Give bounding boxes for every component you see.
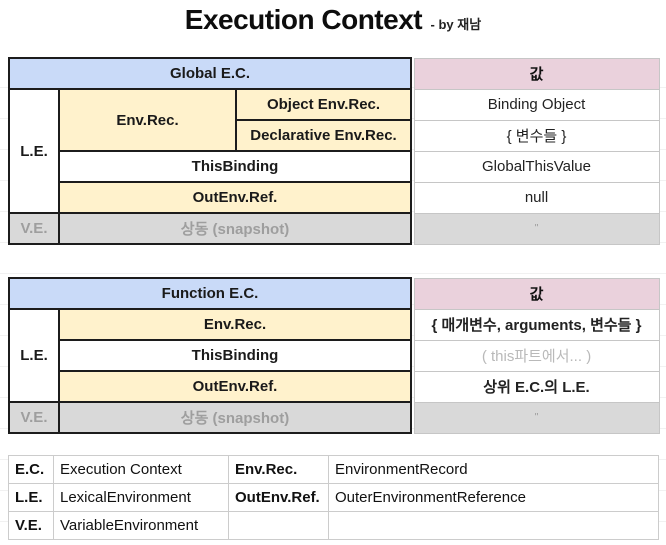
function-ec-table: Function E.C. 값 L.E. Env.Rec. { 매개변수, ar… — [8, 277, 660, 434]
function-snapshot-value: " — [413, 401, 660, 434]
global-this-binding-value: GlobalThisValue — [413, 150, 660, 183]
page-title: Execution Context — [184, 4, 423, 35]
legend-full: VariableEnvironment — [53, 511, 229, 540]
legend-full — [328, 511, 659, 540]
global-object-env-rec-cell: Object Env.Rec. — [235, 88, 412, 121]
global-object-env-rec-value: Binding Object — [413, 88, 660, 121]
legend-abbr: V.E. — [8, 511, 54, 540]
global-declarative-env-rec-value: { 변수들 } — [413, 119, 660, 152]
legend-abbr: E.C. — [8, 455, 54, 484]
global-this-binding-cell: ThisBinding — [58, 150, 412, 183]
function-out-env-ref-cell: OutEnv.Ref. — [58, 370, 412, 403]
legend-abbr: Env.Rec. — [228, 455, 329, 484]
function-env-rec-cell: Env.Rec. — [58, 308, 412, 341]
function-ve-label: V.E. — [8, 401, 60, 434]
legend-abbr: OutEnv.Ref. — [228, 483, 329, 512]
global-snapshot-value: " — [413, 212, 660, 245]
legend-abbr: L.E. — [8, 483, 54, 512]
abbreviation-legend-table: E.C. Execution Context Env.Rec. Environm… — [8, 455, 659, 540]
legend-full: LexicalEnvironment — [53, 483, 229, 512]
global-env-rec-cell: Env.Rec. — [58, 88, 237, 152]
global-value-header: 값 — [413, 57, 660, 90]
function-this-binding-value: ( this파트에서... ) — [413, 339, 660, 372]
global-out-env-ref-value: null — [413, 181, 660, 214]
global-ec-table: Global E.C. 값 L.E. Env.Rec. Object Env.R… — [8, 57, 660, 245]
legend-abbr — [228, 511, 329, 540]
function-env-rec-value: { 매개변수, arguments, 변수들 } — [413, 308, 660, 341]
function-value-header: 값 — [413, 277, 660, 310]
function-this-binding-cell: ThisBinding — [58, 339, 412, 372]
global-ve-label: V.E. — [8, 212, 60, 245]
global-declarative-env-rec-cell: Declarative Env.Rec. — [235, 119, 412, 152]
global-snapshot-cell: 상동 (snapshot) — [58, 212, 412, 245]
legend-full: EnvironmentRecord — [328, 455, 659, 484]
global-out-env-ref-cell: OutEnv.Ref. — [58, 181, 412, 214]
legend-full: OuterEnvironmentReference — [328, 483, 659, 512]
global-le-label: L.E. — [8, 88, 60, 214]
title-byline: - by 재남 — [430, 17, 482, 32]
function-snapshot-cell: 상동 (snapshot) — [58, 401, 412, 434]
global-ec-header: Global E.C. — [8, 57, 412, 90]
function-ec-header: Function E.C. — [8, 277, 412, 310]
function-le-label: L.E. — [8, 308, 60, 403]
function-out-env-ref-value: 상위 E.C.의 L.E. — [413, 370, 660, 403]
slide-title: Execution Context - by 재남 — [0, 4, 666, 50]
legend-full: Execution Context — [53, 455, 229, 484]
